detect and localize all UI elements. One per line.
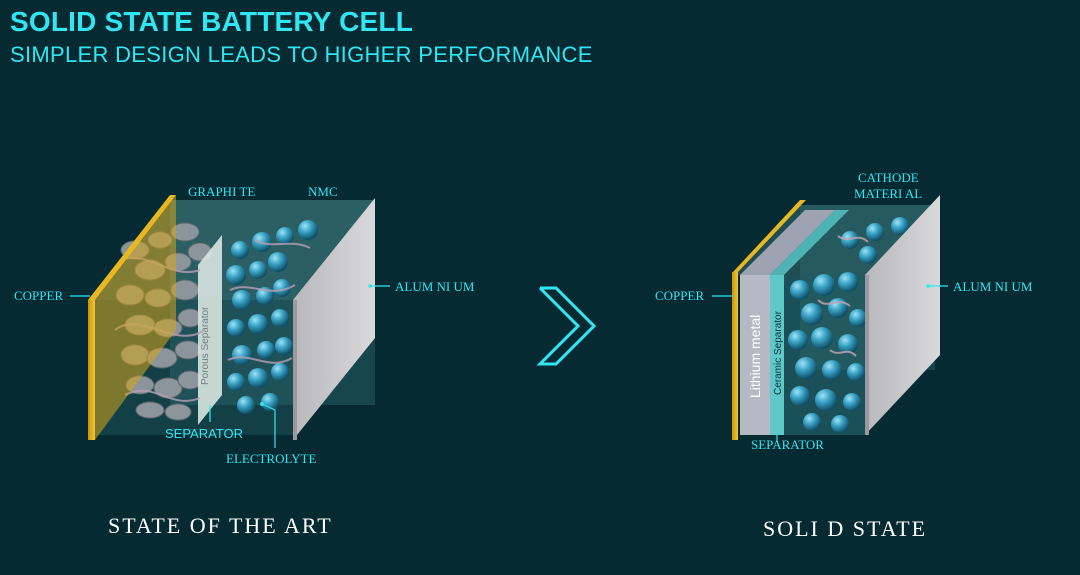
left-copper-label: COPPER bbox=[14, 288, 63, 303]
left-caption: STATE OF THE ART bbox=[108, 513, 333, 538]
chevron-right-icon bbox=[536, 286, 597, 366]
right-copper-label: COPPER bbox=[655, 288, 704, 303]
lithium-metal-block bbox=[740, 275, 770, 435]
electrolyte-label: ELECTROLYTE bbox=[226, 451, 316, 466]
left-separator-label: SEPARATOR bbox=[165, 426, 243, 441]
cathode-label-line2: MATERI AL bbox=[854, 186, 922, 201]
left-aluminium-collector bbox=[293, 198, 375, 440]
lithium-metal-label: Lithium metal bbox=[747, 315, 763, 398]
right-aluminium-label: ALUM NI UM bbox=[953, 279, 1033, 294]
page-subtitle: SIMPLER DESIGN LEADS TO HIGHER PERFORMAN… bbox=[10, 42, 593, 67]
page-title: SOLID STATE BATTERY CELL bbox=[10, 6, 414, 37]
left-aluminium-label: ALUM NI UM bbox=[395, 279, 475, 294]
right-aluminium-collector bbox=[865, 195, 940, 435]
left-cell: Porous Separator bbox=[14, 184, 475, 538]
porous-separator bbox=[198, 235, 222, 425]
ceramic-separator bbox=[770, 275, 784, 435]
left-copper-collector bbox=[88, 300, 95, 440]
left-copper-top bbox=[88, 195, 176, 300]
porous-separator-label: Porous Separator bbox=[200, 306, 211, 385]
left-copper-face bbox=[95, 195, 176, 440]
graphite-label: GRAPHI TE bbox=[188, 184, 255, 199]
right-caption: SOLI D STATE bbox=[763, 516, 927, 541]
cathode-label-line1: CATHODE bbox=[858, 170, 919, 185]
right-separator-label: SEPARATOR bbox=[751, 437, 824, 452]
ceramic-separator-label: Ceramic Separator bbox=[773, 310, 784, 395]
right-copper-collector bbox=[732, 272, 738, 440]
right-cell: Lithium metal Ceramic Separator bbox=[655, 170, 1033, 541]
nmc-label: NMC bbox=[308, 184, 338, 199]
cathode-particles bbox=[788, 217, 909, 433]
cathode-strands bbox=[817, 235, 869, 357]
nmc-particles bbox=[226, 220, 318, 414]
